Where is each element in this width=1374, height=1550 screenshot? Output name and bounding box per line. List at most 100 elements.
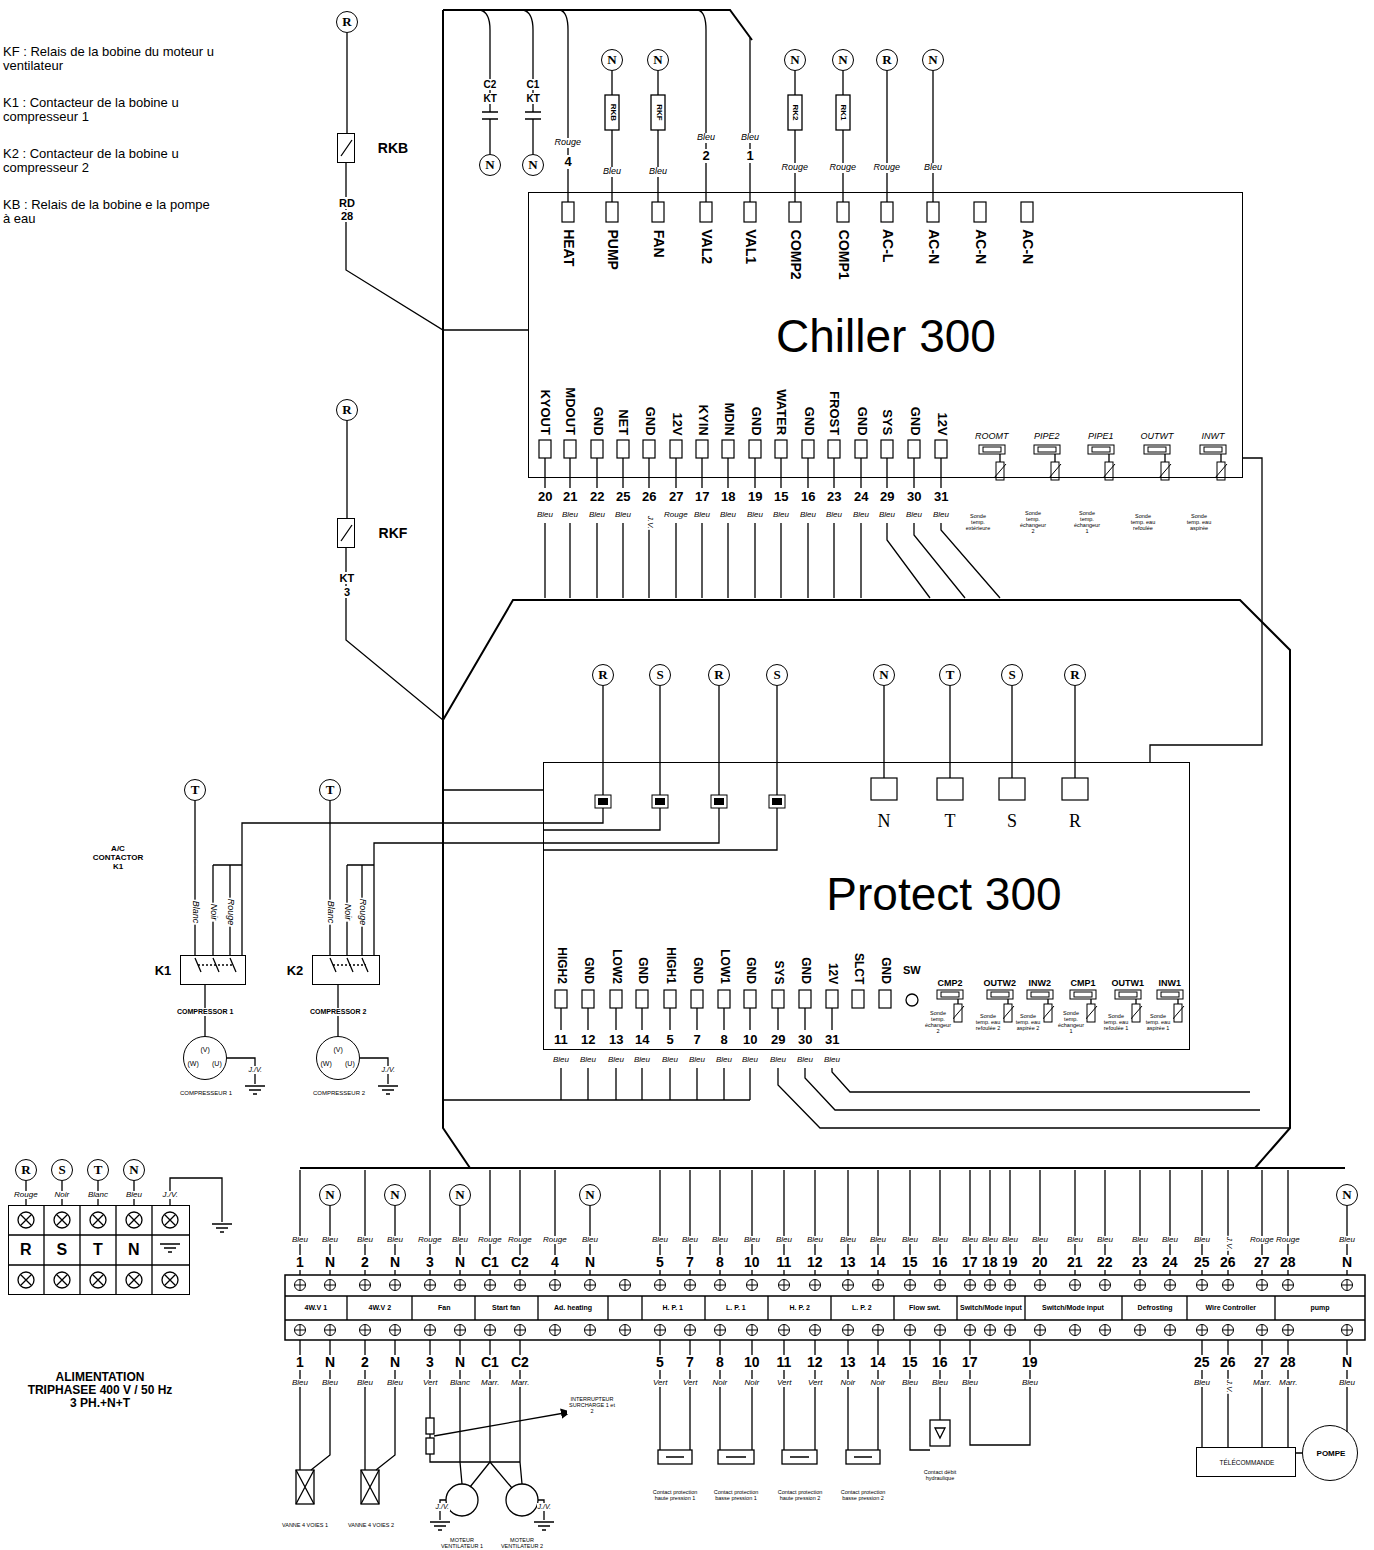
terminal-label: S	[56, 1241, 69, 1259]
node-text: RKF	[379, 526, 408, 541]
terminal-label: COMPRESSOR 1	[176, 1008, 234, 1016]
terminal-label: KT	[339, 572, 356, 584]
terminal-label: 30	[906, 490, 922, 504]
wire-connector	[346, 548, 543, 790]
terminal-label: RKB	[608, 102, 617, 121]
terminal-label: Contact débit hydraulique	[915, 1469, 965, 1481]
terminal-label: 13	[839, 1255, 857, 1270]
terminal-label: (V)	[333, 1046, 344, 1054]
terminal-label: (U)	[344, 1060, 356, 1068]
terminal-label: Switch/Mode input	[1041, 1304, 1105, 1312]
terminal-label: Marr.	[510, 1379, 530, 1388]
terminal-label: Bleu	[923, 163, 943, 173]
terminal-label: Bleu	[561, 511, 579, 520]
terminal-label: 26	[1219, 1355, 1237, 1370]
wire-marker: N	[449, 1184, 471, 1206]
terminal-label: 2	[702, 149, 711, 163]
wire-connector	[242, 823, 543, 955]
terminal-label: 11	[776, 1355, 793, 1370]
wire-marker: N	[601, 49, 623, 71]
terminal-label: K1 : Contacteur de la bobine u compresse…	[2, 96, 219, 125]
terminal-label: 24	[853, 490, 869, 504]
terminal-label: Rouge	[13, 1191, 39, 1200]
terminal-label: Rouge	[663, 511, 689, 520]
terminal-label: 26	[1219, 1255, 1237, 1270]
terminal-label: VAL1	[742, 228, 757, 265]
terminal-label: Marr.	[1278, 1379, 1298, 1388]
terminal-label: C1	[480, 1355, 500, 1370]
terminal-label: COMP2	[787, 228, 802, 280]
terminal-label: Bleu	[386, 1236, 404, 1245]
terminal-label: Bleu	[852, 511, 870, 520]
terminal-label: SW	[902, 964, 922, 976]
terminal-label: 16	[931, 1255, 949, 1270]
terminal-label: Noir	[54, 1191, 71, 1200]
terminal-label: 20	[1031, 1255, 1049, 1270]
wire-marker: N	[873, 664, 895, 686]
terminal-label: Marr.	[480, 1379, 500, 1388]
terminal-label: Sonde temp. eau refoulée	[1127, 513, 1159, 531]
terminal-label: H. P. 1	[662, 1304, 685, 1312]
terminal-label: 13	[608, 1033, 624, 1047]
terminal-label: C1	[526, 79, 541, 90]
terminal-label: Bleu	[552, 1056, 570, 1065]
terminal-label: 3	[343, 586, 351, 598]
terminal-label: R	[1068, 812, 1082, 832]
terminal-label: Rouge	[1275, 1236, 1301, 1245]
terminal-label: 10	[743, 1355, 761, 1370]
terminal-label: GND	[642, 405, 656, 436]
terminal-label: Bleu	[536, 511, 554, 520]
wire-connector	[1150, 458, 1262, 762]
terminal-label: Bleu	[932, 511, 950, 520]
terminal-label: GND	[743, 956, 756, 985]
terminal-label: 25	[1193, 1355, 1211, 1370]
terminal-blocks	[539, 202, 1088, 1008]
terminal-label: Bleu	[1161, 1236, 1179, 1245]
terminal-label: GND	[748, 405, 762, 436]
terminal-label: Contact protection basse pression 1	[711, 1489, 761, 1501]
terminal-label: Defrosting	[1137, 1304, 1174, 1312]
terminal-label: T	[944, 812, 957, 832]
terminal-label: 15	[901, 1255, 919, 1270]
terminal-label: Blanc	[325, 900, 335, 925]
terminal-label: 11	[553, 1033, 569, 1047]
terminal-label: 30	[797, 1033, 813, 1047]
terminal-label: Contact protection haute pression 2	[775, 1489, 825, 1501]
terminal-label: Blanc	[449, 1379, 471, 1388]
terminal-label: 5	[655, 1255, 665, 1270]
terminal-label: Bleu	[746, 511, 764, 520]
terminal-label: Bleu	[740, 133, 760, 143]
wire-marker: R	[592, 664, 614, 686]
terminal-label: Bleu	[741, 1056, 759, 1065]
terminal-label: Vert	[682, 1379, 698, 1388]
terminal-label: MDIN	[721, 401, 735, 436]
terminal-label: GND	[635, 956, 648, 985]
terminal-label: VANNE 4 VOIES 2	[346, 1522, 396, 1528]
terminal-label: 17	[694, 490, 710, 504]
terminal-label: Bleu	[451, 1236, 469, 1245]
terminal-label: Bleu	[696, 133, 716, 143]
terminal-label: Bleu	[1066, 1236, 1084, 1245]
node-text: Protect 300	[826, 869, 1061, 920]
terminal-label: Blanc	[190, 900, 200, 925]
terminal-label: PUMP	[605, 228, 620, 270]
terminal-label: 19	[1001, 1255, 1019, 1270]
terminal-label: Bleu	[799, 511, 817, 520]
terminal-label: Bleu	[869, 1236, 887, 1245]
terminal-label: Noir	[712, 1379, 729, 1388]
terminal-label: INW1	[1158, 979, 1183, 989]
terminal-label: 18	[720, 490, 736, 504]
terminal-label: 5	[655, 1355, 665, 1370]
terminal-label: L. P. 1	[725, 1304, 747, 1312]
terminal-label: Bleu	[961, 1379, 979, 1388]
enclosure-outline	[300, 10, 1345, 1168]
wire-marker: N	[384, 1184, 406, 1206]
contactor-box: K2	[312, 955, 380, 985]
terminal-label: COMP1	[835, 228, 850, 280]
terminal-label: 10	[742, 1033, 758, 1047]
node-text: POMPE	[1317, 1450, 1346, 1459]
terminal-label: Rouge	[829, 163, 858, 173]
terminal-label: RK1	[839, 103, 848, 121]
terminal-label: Bleu	[878, 511, 896, 520]
terminal-label: 11	[776, 1255, 793, 1270]
